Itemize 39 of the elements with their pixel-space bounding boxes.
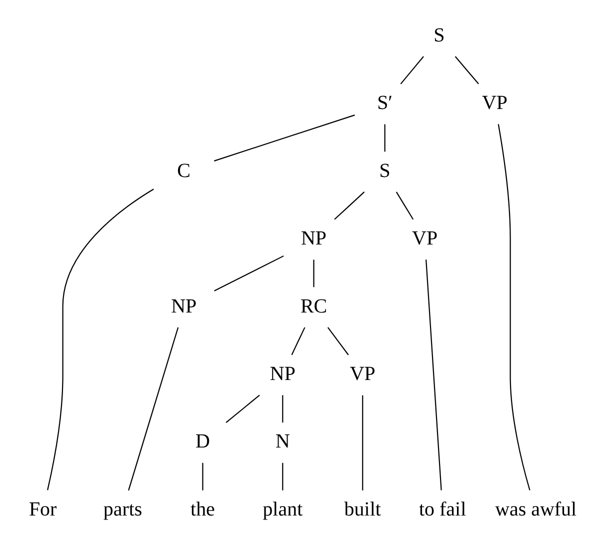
node-text: NP (301, 227, 327, 250)
node-text: VP (482, 92, 508, 114)
node-text: plant (262, 498, 303, 520)
connector (362, 394, 364, 490)
connector (214, 114, 355, 161)
node-text: parts (103, 498, 142, 520)
node-text: S (434, 24, 445, 46)
node-text: built (344, 498, 381, 520)
connector (128, 326, 179, 490)
node-text: NP (171, 294, 197, 317)
connector (282, 394, 284, 422)
node-text: For (28, 498, 57, 520)
connector (47, 188, 154, 490)
connector (334, 191, 365, 220)
connector (498, 124, 530, 490)
connector (282, 462, 284, 490)
connector (384, 124, 386, 152)
node-text: N (275, 430, 290, 452)
connector (202, 462, 204, 490)
connector (214, 254, 284, 291)
node-text: was awful (495, 498, 577, 520)
node-text: to fail (419, 498, 466, 520)
node-text: D (196, 430, 210, 452)
node-text: S (379, 159, 390, 182)
node-text: VP (412, 227, 438, 250)
node-text: the (190, 498, 215, 520)
connector (291, 326, 306, 355)
connector (313, 259, 314, 287)
node-text: S′ (377, 92, 393, 114)
connector (426, 259, 442, 490)
connector (226, 394, 260, 423)
connector (400, 56, 424, 84)
connector (396, 191, 414, 220)
connector (327, 326, 349, 355)
connector (454, 56, 479, 84)
node-text: NP (270, 362, 296, 384)
node-text: RC (300, 294, 328, 317)
node-text: VP (350, 362, 376, 384)
node-text: C (177, 159, 191, 182)
